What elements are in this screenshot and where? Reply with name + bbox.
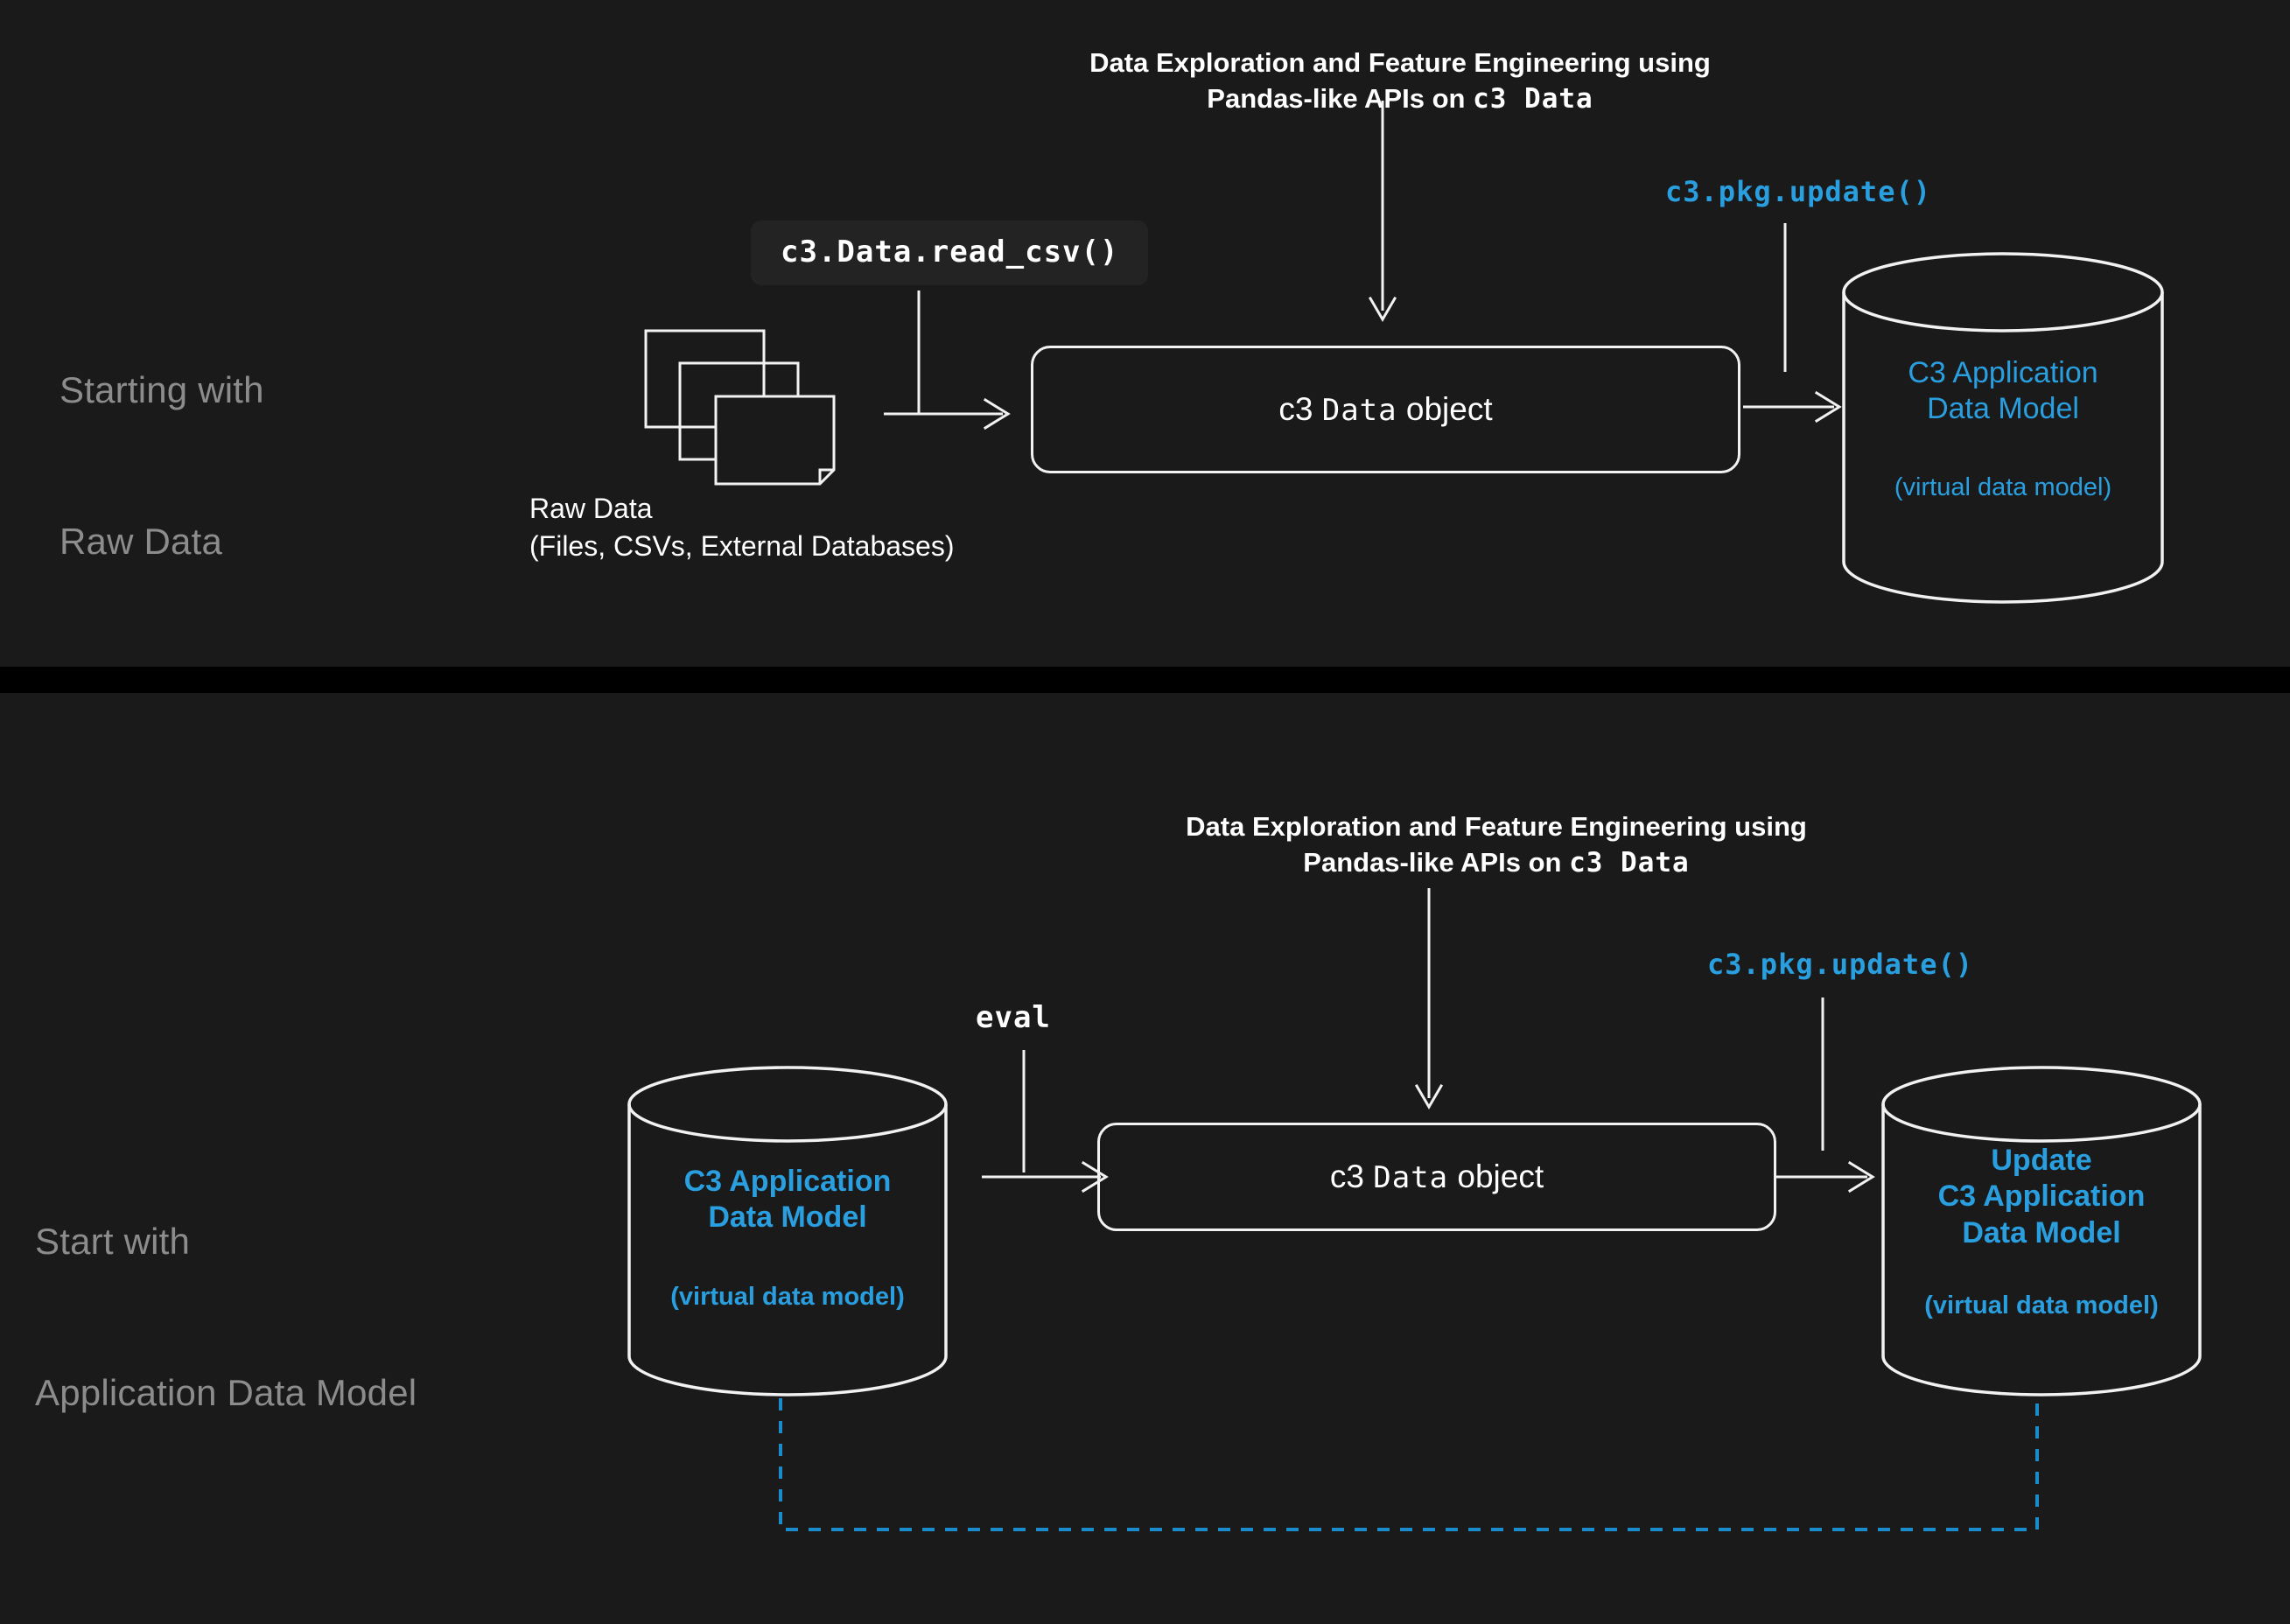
- row1-headline-line1: Data Exploration and Feature Engineering…: [1089, 47, 1711, 78]
- row2-update-app-data-model-cylinder: Update C3 Application Data Model (virtua…: [1880, 1066, 2203, 1396]
- row1-pkg-update-stem: [1783, 223, 1787, 372]
- section-app-data-model-band: [0, 693, 2290, 1624]
- row1-headline-line2-mono: c3 Data: [1473, 82, 1593, 115]
- raw-data-caption-line2: (Files, CSVs, External Databases): [529, 530, 955, 563]
- row2-arrow-object-to-cylinder: [1776, 1160, 1875, 1194]
- row1-headline-line2-text: Pandas-like APIs on: [1207, 82, 1474, 114]
- row1-arrow-object-to-cylinder: [1743, 390, 1842, 424]
- eval-code-label: eval: [976, 1000, 1051, 1035]
- row2-headline-line2-mono: c3 Data: [1569, 846, 1690, 878]
- row1-data-object-label: c3 Data object: [1278, 391, 1493, 428]
- row2-data-object-node: c3 Data object: [1097, 1123, 1776, 1231]
- read-csv-stem: [917, 290, 921, 413]
- row2-headline: Data Exploration and Feature Engineering…: [1177, 809, 1816, 881]
- row1-side-caption: Starting with Raw Data: [60, 280, 264, 652]
- row2-headline-line1: Data Exploration and Feature Engineering…: [1186, 811, 1807, 842]
- section-raw-data-band: [0, 0, 2290, 667]
- row1-headline: Data Exploration and Feature Engineering…: [1063, 46, 1737, 117]
- raw-data-caption: Raw Data (Files, CSVs, External Database…: [529, 490, 955, 565]
- row2-side-caption: Start with Application Data Model: [35, 1131, 417, 1503]
- row1-caption-line2: Raw Data: [60, 520, 223, 562]
- feedback-dashed-loop: [779, 1398, 2039, 1531]
- raw-data-files-icon: [643, 328, 862, 490]
- row2-pkg-update-stem: [1821, 998, 1824, 1151]
- row1-data-object-node: c3 Data object: [1031, 346, 1740, 473]
- eval-stem: [1022, 1050, 1026, 1172]
- row2-headline-line2-text: Pandas-like APIs on: [1303, 846, 1570, 878]
- row2-app-data-model-cylinder: C3 Application Data Model (virtual data …: [626, 1066, 949, 1396]
- row2-data-object-label: c3 Data object: [1329, 1158, 1544, 1195]
- read-csv-code-label: c3.Data.read_csv(): [751, 220, 1149, 285]
- row2-headline-arrow: [1414, 888, 1444, 1110]
- raw-data-caption-line1: Raw Data: [529, 493, 653, 524]
- row2-caption-line1: Start with: [35, 1220, 191, 1262]
- section-divider: [0, 667, 2290, 693]
- row1-caption-line1: Starting with: [60, 368, 264, 410]
- row1-pkg-update-code-label: c3.pkg.update(): [1665, 175, 1931, 208]
- row1-headline-arrow: [1368, 101, 1397, 322]
- row2-caption-line2: Application Data Model: [35, 1371, 417, 1413]
- row2-pkg-update-code-label: c3.pkg.update(): [1707, 948, 1973, 981]
- row1-arrow-rawdata-to-object: [884, 397, 1011, 430]
- row1-app-data-model-cylinder: C3 Application Data Model (virtual data …: [1840, 252, 2166, 604]
- row2-arrow-cylinder-to-object: [982, 1160, 1109, 1194]
